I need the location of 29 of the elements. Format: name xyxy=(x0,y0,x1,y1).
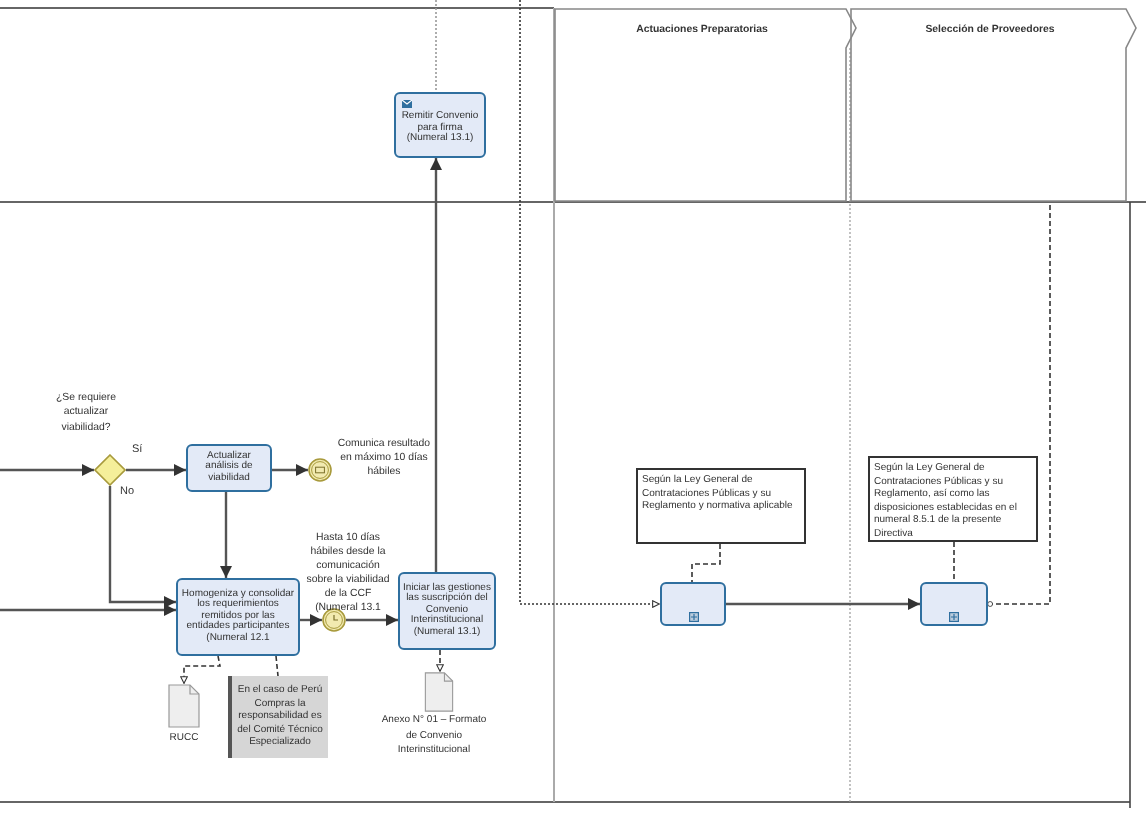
sequence-arrow xyxy=(220,492,232,578)
task-box xyxy=(186,444,272,492)
message-event-icon xyxy=(308,458,332,482)
subprocess-box xyxy=(920,582,988,626)
association-line xyxy=(953,541,955,583)
sequence-arrow xyxy=(300,614,322,626)
association-line xyxy=(436,649,444,673)
document-icon xyxy=(168,684,200,728)
sequence-arrow xyxy=(726,598,920,610)
task-box xyxy=(176,578,300,656)
task-box xyxy=(394,92,486,158)
association-line xyxy=(275,655,279,677)
sequence-arrow xyxy=(0,464,94,476)
subprocess-box xyxy=(660,582,726,626)
association-line xyxy=(691,543,721,583)
annotation-box xyxy=(636,468,806,544)
sequence-arrow xyxy=(0,604,176,616)
sequence-arrow xyxy=(346,614,398,626)
sequence-arrow xyxy=(108,486,176,608)
annotation-box xyxy=(868,456,1038,542)
sequence-arrow xyxy=(430,158,442,572)
sequence-arrow xyxy=(126,464,186,476)
task-box xyxy=(398,572,496,650)
document-icon xyxy=(424,672,454,712)
association-line xyxy=(987,201,1051,607)
timer-event-icon xyxy=(322,608,346,632)
association-line xyxy=(180,655,221,685)
message-flow xyxy=(519,0,661,608)
sequence-arrow xyxy=(272,464,308,476)
